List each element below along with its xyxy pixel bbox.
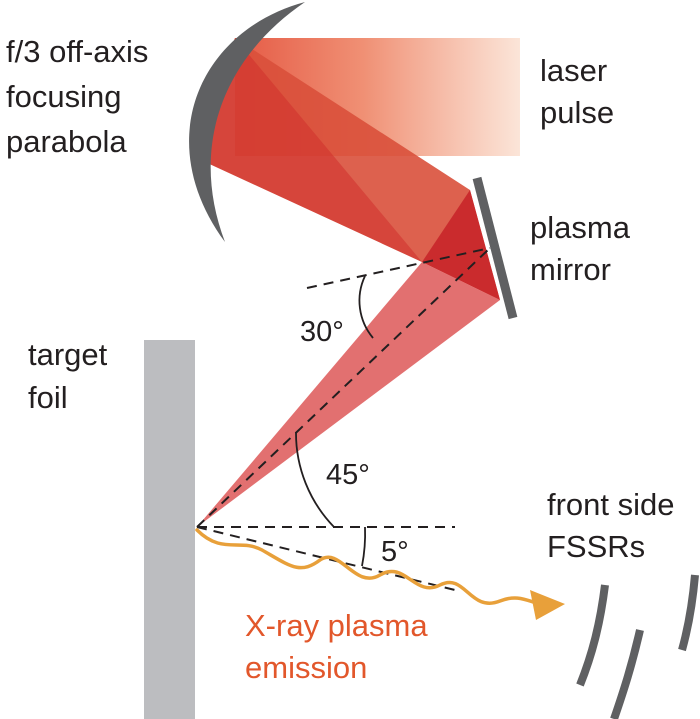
- laser-label-line-1: laser: [540, 53, 608, 88]
- fssr-label-line-2: FSSRs: [547, 529, 646, 564]
- target-foil: [144, 340, 195, 719]
- fssr-crystal-3: [678, 574, 699, 652]
- focused-beam-core: [190, 38, 422, 262]
- angle-arc-30: [358, 275, 374, 339]
- parabola-label-line-2: focusing: [6, 79, 122, 114]
- target-label-line-2: foil: [28, 380, 68, 415]
- xray-label-line-1: X-ray plasma: [245, 608, 428, 643]
- angle-5-label: 5°: [381, 536, 409, 568]
- parabola-label-line-1: f/3 off-axis: [6, 34, 149, 69]
- xray-arrow-head: [530, 590, 565, 620]
- xray-emission-wave: [195, 528, 547, 607]
- xray-label-line-2: emission: [245, 650, 368, 685]
- parabola-mirror: [189, 2, 305, 242]
- angle-arc-45: [295, 431, 335, 528]
- angle-30-label: 30°: [300, 316, 344, 348]
- focus-spot: [422, 190, 500, 300]
- fssr-crystal-2: [610, 629, 644, 719]
- target-label-line-1: target: [28, 337, 108, 372]
- plasma-mirror-normal-line: [306, 247, 491, 289]
- plasma-mirror: [472, 176, 518, 320]
- fssr-crystal-1: [576, 584, 609, 687]
- plasma-mirror-label-line-1: plasma: [530, 210, 630, 245]
- parabola-label-line-3: parabola: [6, 124, 127, 159]
- reflected-beam: [197, 262, 500, 527]
- angle-arcs: [295, 275, 374, 567]
- plasma-mirror-label-line-2: mirror: [530, 252, 611, 287]
- angle-45-label: 45°: [326, 459, 370, 491]
- angle-arc-5: [361, 526, 366, 567]
- fssr-crystals: [576, 574, 699, 719]
- fssr-label-line-1: front side: [547, 487, 675, 522]
- laser-label-line-2: pulse: [540, 95, 615, 130]
